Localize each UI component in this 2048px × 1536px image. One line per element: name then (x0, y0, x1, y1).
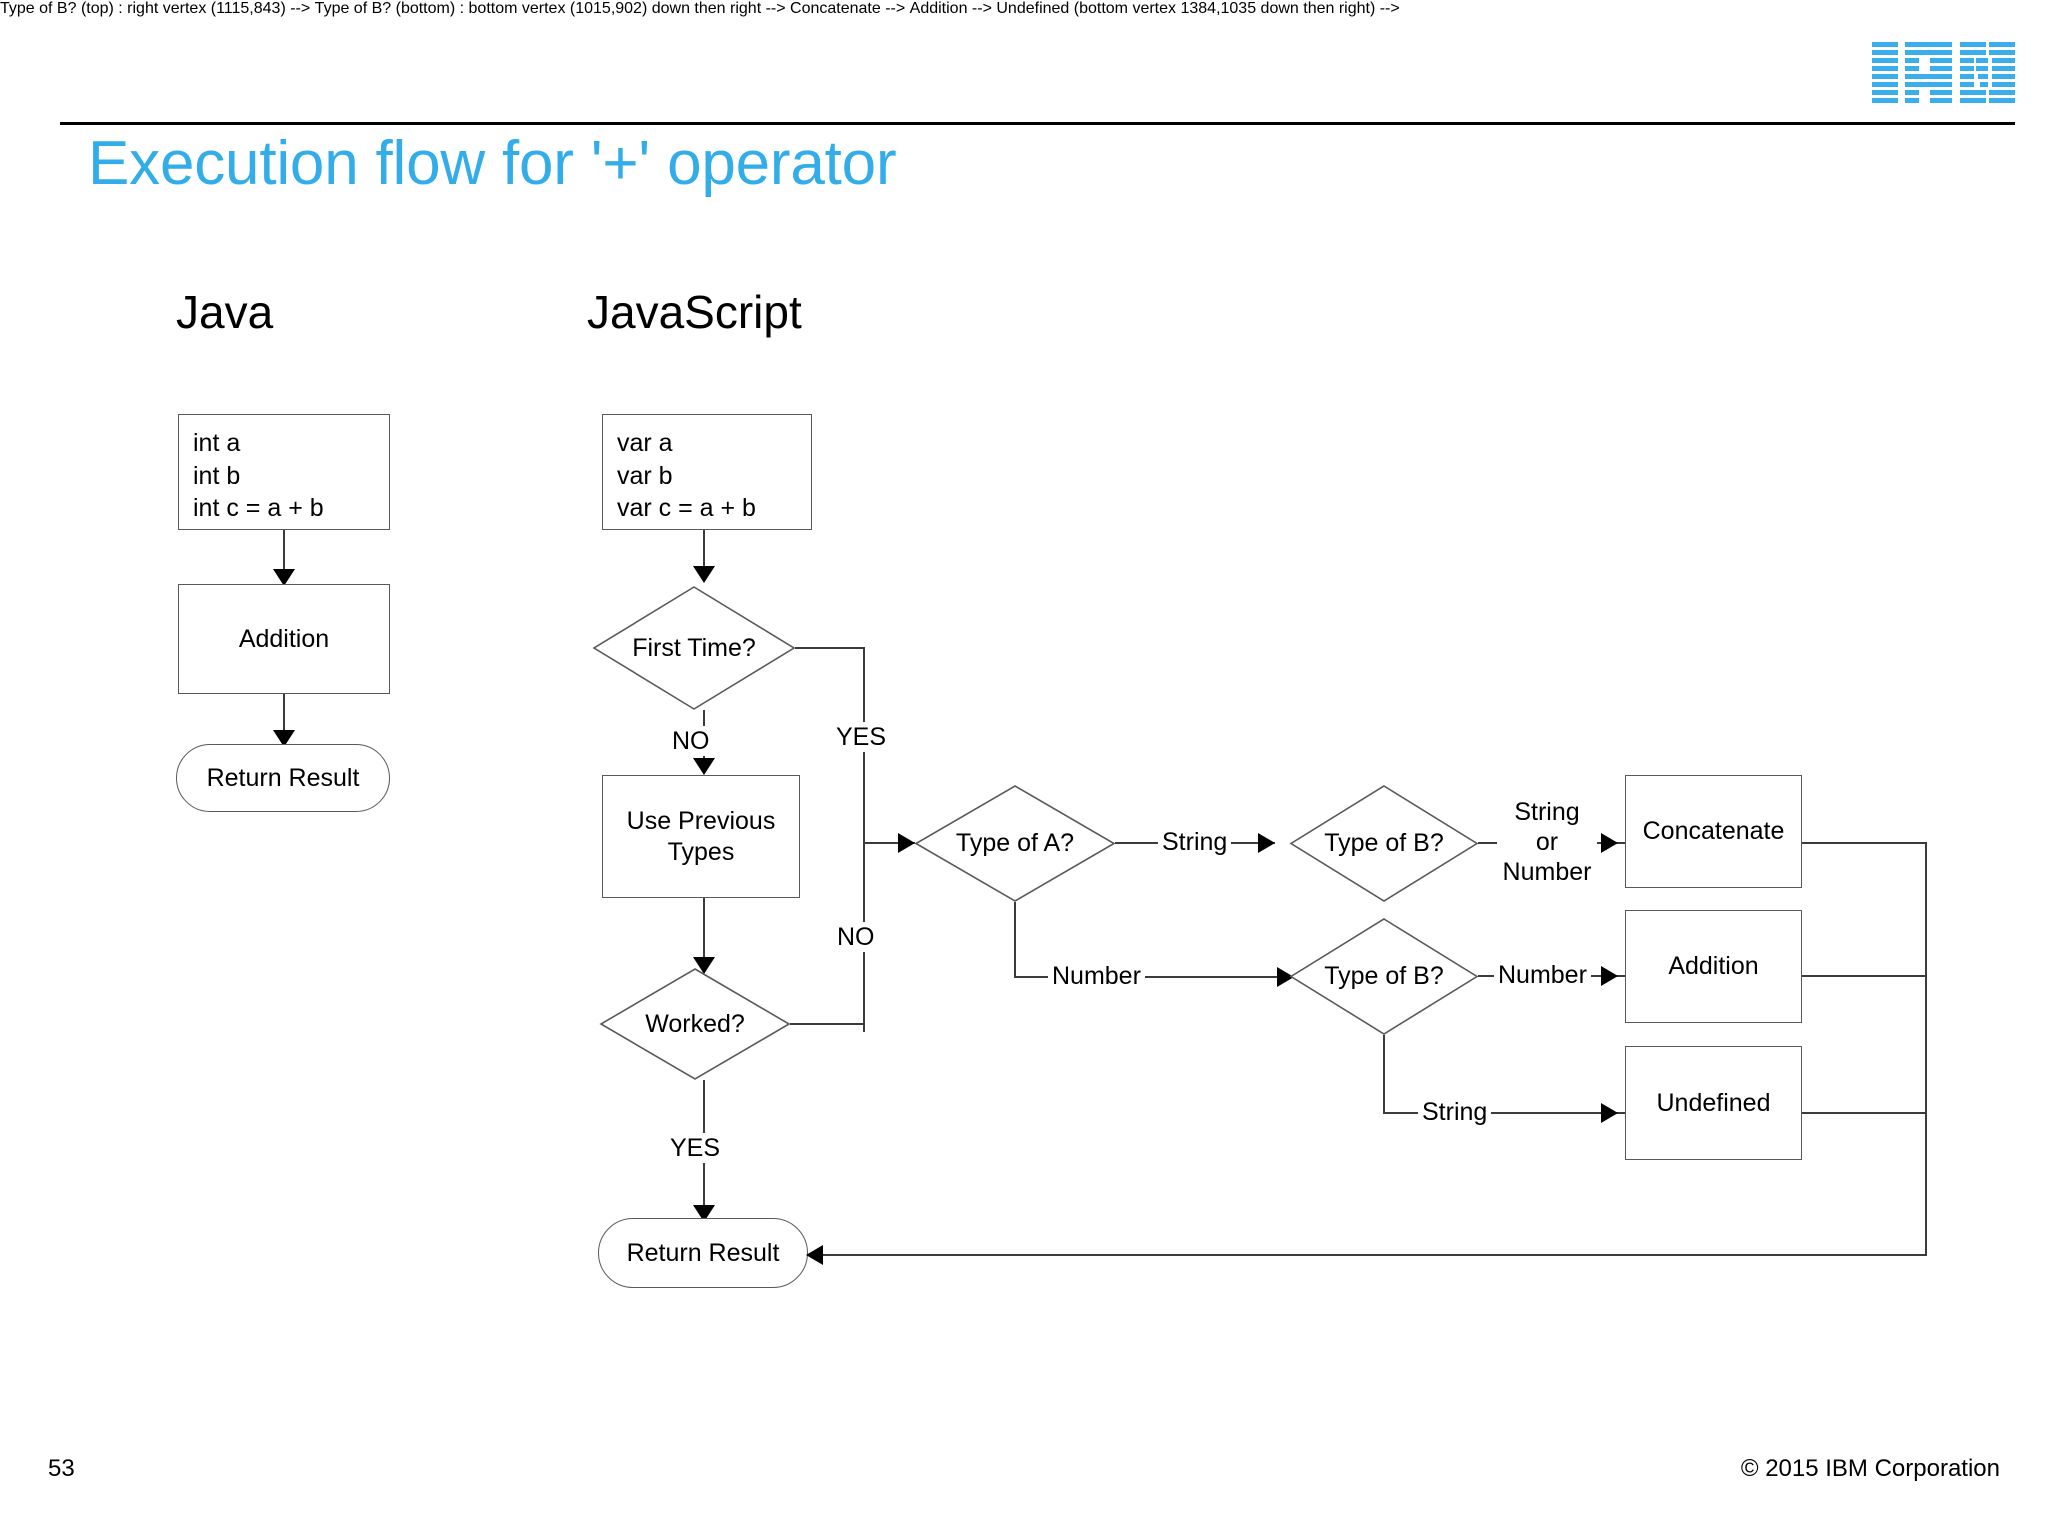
js-return-result: Return Result (598, 1218, 808, 1288)
js-edge-label-typebtop-out: String or Number (1497, 797, 1597, 887)
js-decision-type-of-a-label: Type of A? (955, 829, 1075, 857)
column-heading-java: Java (176, 286, 274, 338)
js-edge-label-typebtop-line3: Number (1502, 858, 1592, 886)
js-decision-worked: Worked? (599, 968, 791, 1080)
js-concatenate-box: Concatenate (1625, 775, 1802, 888)
java-connector-code-to-addition (283, 530, 285, 578)
js-code-box: var a var b var c = a + b (602, 414, 812, 530)
footer-page-number: 53 (48, 1455, 75, 1482)
js-edge-label-typebtop-line1: String (1514, 798, 1580, 826)
js-decision-first-time: First Time? (592, 586, 796, 710)
js-edge-label-typebbot-number: Number (1494, 960, 1591, 990)
js-arrowhead-typeb-bottom (1277, 967, 1294, 987)
js-connector-undefined-out (1802, 1112, 1927, 1114)
page-title: Execution flow for '+' operator (88, 129, 897, 198)
js-decision-type-of-a: Type of A? (914, 785, 1116, 902)
js-connector-typea-number-h (1014, 976, 1294, 978)
java-return-result: Return Result (176, 744, 390, 812)
js-edge-label-typebbot-string: String (1418, 1097, 1492, 1127)
js-connector-firsttime-yes-h (795, 647, 865, 649)
js-edge-label-typebtop-line2: or (1535, 828, 1559, 856)
js-arrowhead-undefined-box (1601, 1103, 1618, 1123)
js-undefined-box: Undefined (1625, 1046, 1802, 1160)
js-arrowhead-firsttime (693, 566, 715, 583)
js-arrowhead-concatenate (1601, 833, 1618, 853)
js-addition-box: Addition (1625, 910, 1802, 1023)
js-connector-yes-no-spine (863, 647, 865, 1032)
js-arrowhead-js-return (693, 1205, 715, 1222)
js-arrowhead-typeb-top (1258, 833, 1275, 853)
footer-copyright: © 2015 IBM Corporation (1740, 1455, 2000, 1482)
column-heading-javascript: JavaScript (587, 286, 802, 338)
js-edge-label-typea-number: Number (1048, 961, 1145, 991)
java-addition-box: Addition (178, 584, 390, 694)
js-use-previous-types-box: Use Previous Types (602, 775, 800, 898)
js-decision-first-time-label: First Time? (632, 633, 756, 662)
java-arrowhead-return (273, 730, 295, 747)
js-arrowhead-useprevious (693, 758, 715, 775)
js-connector-rail-to-return (822, 1254, 1927, 1256)
js-connector-typebbot-string-v (1383, 1035, 1385, 1113)
java-connector-addition-to-return (283, 694, 285, 739)
js-connector-addition-out (1802, 975, 1927, 977)
header-divider (60, 122, 2015, 125)
js-connector-worked-no-h (790, 1023, 865, 1025)
java-code-box: int a int b int c = a + b (178, 414, 390, 530)
js-edge-label-firsttime-yes: YES (832, 722, 891, 752)
java-arrowhead-addition (273, 569, 295, 586)
js-arrowhead-typea (898, 833, 915, 853)
js-connector-typea-number-v (1014, 902, 1016, 977)
ibm-logo (1872, 42, 2015, 104)
js-decision-type-of-b-top-label: Type of B? (1324, 829, 1444, 857)
js-connector-useprevious-to-worked (703, 898, 705, 966)
js-connector-typebbot-string-h (1383, 1112, 1625, 1114)
js-decision-worked-label: Worked? (645, 1009, 745, 1038)
js-connector-spine-to-typea (863, 842, 915, 844)
js-connector-code-to-firsttime (703, 530, 705, 575)
js-edge-label-worked-no: NO (833, 922, 879, 952)
js-edge-label-firsttime-no: NO (668, 726, 714, 756)
js-arrowhead-return-result-final (806, 1245, 823, 1265)
js-arrowhead-addition-box (1601, 966, 1618, 986)
js-decision-type-of-b-bottom-label: Type of B? (1324, 962, 1444, 990)
js-edge-label-worked-yes: YES (666, 1133, 725, 1163)
js-arrowhead-worked (693, 957, 715, 974)
js-decision-type-of-b-top: Type of B? (1289, 785, 1479, 902)
js-edge-label-typea-string: String (1158, 827, 1232, 857)
js-decision-type-of-b-bottom: Type of B? (1289, 918, 1479, 1035)
js-connector-concatenate-out (1802, 842, 1927, 844)
js-connector-right-rail (1925, 842, 1927, 1256)
